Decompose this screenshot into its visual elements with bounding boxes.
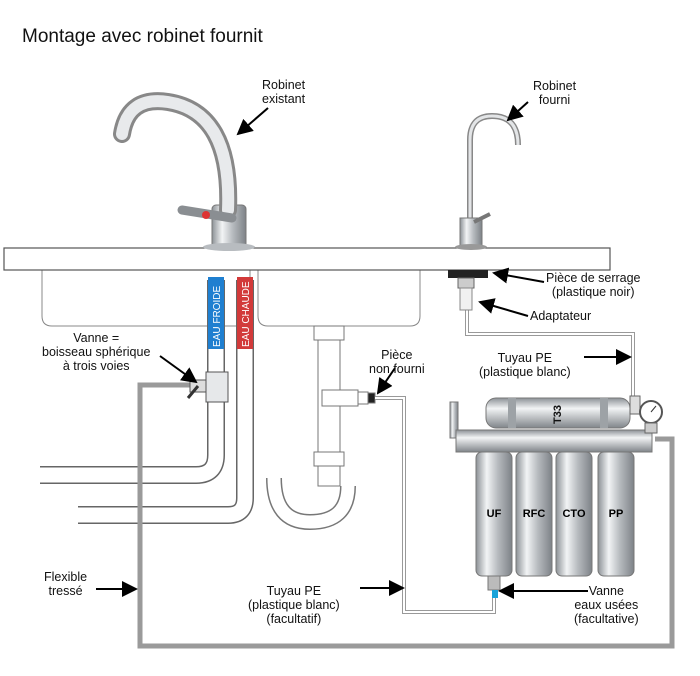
page-title: Montage avec robinet fournit (22, 26, 263, 47)
filter-label-pp: PP (609, 508, 624, 520)
hot-pipe-label: EAU CHAUDE (241, 281, 252, 347)
three-way-valve (186, 371, 229, 403)
hot-pipe-band (237, 277, 253, 349)
cold-pipe-band (208, 277, 224, 349)
membrane-label: T33 (552, 405, 564, 424)
label-tuyau-pe-bottom: Tuyau PE(plastique blanc)(facultatif) (248, 584, 340, 626)
filter-label-rfc: RFC (523, 508, 546, 520)
sink-bowls (41, 270, 421, 327)
label-piece-serrage: Pièce de serrage(plastique noir) (546, 271, 641, 299)
countertop (3, 247, 611, 271)
label-tuyau-pe-top: Tuyau PE(plastique blanc) (479, 351, 571, 379)
supply-pipes (40, 277, 254, 524)
cold-pipe-label: EAU FROIDE (212, 286, 223, 347)
clamp-and-adapter (448, 270, 488, 311)
existing-faucet-image (113, 92, 255, 251)
braided-hose (137, 382, 675, 649)
callout-arrows (96, 101, 632, 599)
waste-valve-icon (492, 590, 498, 598)
filter-label-uf: UF (487, 508, 502, 520)
drain-trap (266, 325, 376, 531)
filter-unit (449, 395, 663, 598)
supplied-faucet-image (455, 112, 521, 250)
label-adaptateur: Adaptateur (530, 309, 592, 323)
filter-label-cto: CTO (562, 508, 585, 520)
